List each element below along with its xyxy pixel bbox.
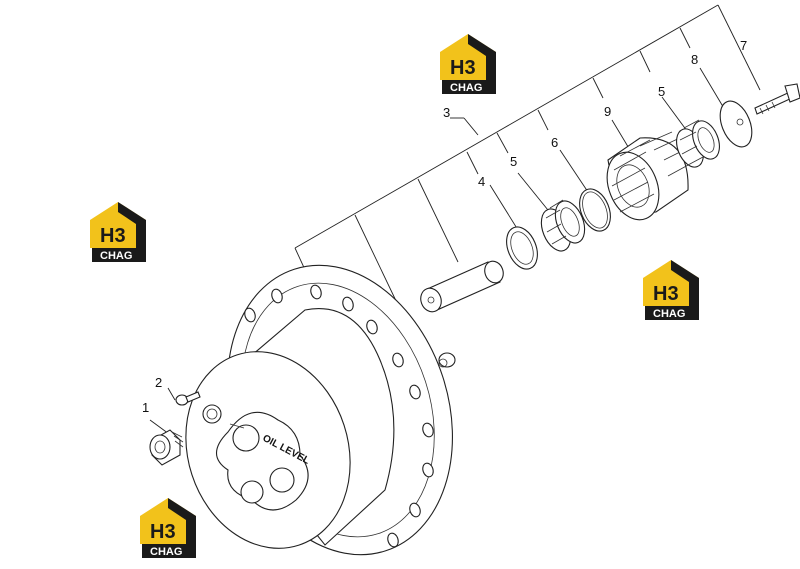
callout-4: 4 (478, 174, 485, 189)
callout-3: 3 (443, 105, 450, 120)
callout-labels: 1 2 3 4 5 6 9 5 8 7 (142, 38, 747, 415)
part-5-needle-bearing-a (540, 199, 586, 252)
part-8-retaining-plate (719, 100, 753, 148)
part-6-snap-ring (579, 188, 611, 232)
callout-1: 1 (142, 400, 149, 415)
part-5-needle-bearing-b (676, 119, 720, 168)
callout-5-first: 5 (510, 154, 517, 169)
logo-caption-bottom: CHAG (150, 546, 182, 558)
watermark-logo-bottom: H3 CHAG (140, 498, 196, 558)
part-7-bolt (754, 83, 800, 115)
hub-housing: OIL LEVEL (185, 264, 453, 556)
part-1-plug (149, 429, 184, 466)
logo-mark-bottom: H3 (150, 521, 176, 543)
logo-caption-left: CHAG (100, 250, 132, 262)
watermark-logo-top: H3 CHAG (440, 34, 496, 94)
flange-bolt-holes (244, 284, 434, 548)
callout-7: 7 (740, 38, 747, 53)
planet-shaft (420, 260, 504, 313)
callout-9: 9 (604, 104, 611, 119)
logo-mark-right: H3 (653, 283, 679, 305)
callout-8: 8 (691, 52, 698, 67)
callout-2: 2 (155, 375, 162, 390)
logo-mark-top: H3 (450, 57, 476, 79)
part-9-planet-gear (606, 131, 691, 221)
logo-mark-left: H3 (100, 225, 126, 247)
small-pin (438, 352, 456, 368)
part-2-screw (175, 391, 201, 406)
callout-5-second: 5 (658, 84, 665, 99)
callout-bracket (149, 4, 761, 443)
logo-caption-top: CHAG (450, 82, 482, 94)
logo-caption-right: CHAG (653, 308, 685, 320)
part-4-thrust-washer (506, 226, 538, 270)
watermark-logo-left: H3 CHAG (90, 202, 146, 262)
callout-6: 6 (551, 135, 558, 150)
watermark-logo-right: H3 CHAG (643, 260, 699, 320)
